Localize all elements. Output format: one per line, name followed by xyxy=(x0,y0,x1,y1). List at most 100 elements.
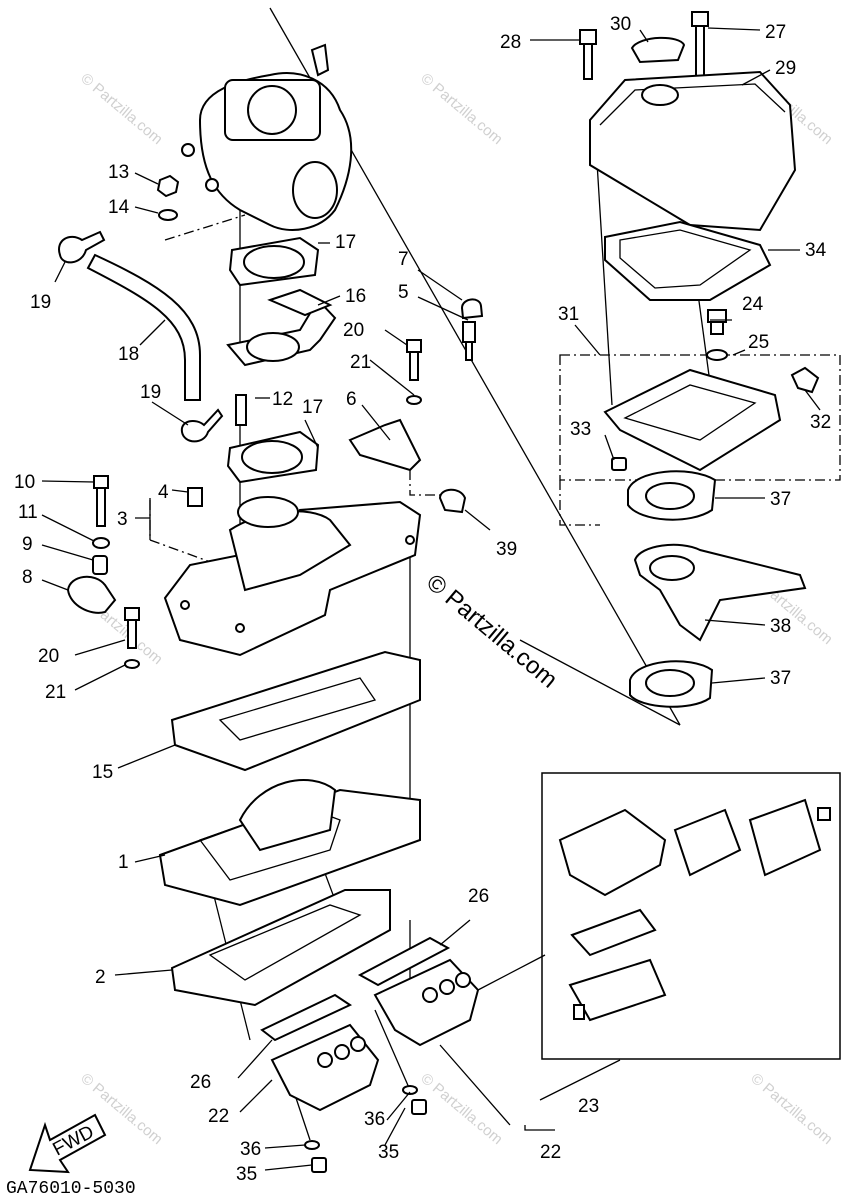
bolt-28 xyxy=(579,29,597,80)
callout-7: 7 xyxy=(398,249,409,270)
callout-26: 26 xyxy=(190,1072,211,1093)
callout-21: 21 xyxy=(350,352,371,373)
watermark: © Partzilla.com xyxy=(747,1070,835,1148)
callout-22: 22 xyxy=(540,1142,561,1163)
drawing-code: GA76010-5030 xyxy=(6,1179,136,1199)
callout-15: 15 xyxy=(92,762,113,783)
reed-valve-22-right xyxy=(373,958,480,1047)
bolt-20-upper xyxy=(406,339,422,381)
cap-7 xyxy=(460,298,484,320)
bracket-6 xyxy=(348,418,422,472)
washer-36-left xyxy=(304,1140,320,1150)
collar-9 xyxy=(92,555,108,575)
callout-38: 38 xyxy=(770,616,791,637)
manifold-3 xyxy=(163,496,422,657)
cylinder-body xyxy=(181,43,353,231)
callout-2: 2 xyxy=(95,967,106,988)
gasket-17-upper xyxy=(228,236,320,287)
callout-17: 17 xyxy=(302,397,323,418)
callout-35: 35 xyxy=(236,1164,257,1185)
reed-detail-23 xyxy=(558,798,831,1022)
callout-39: 39 xyxy=(496,539,517,560)
gasket-15 xyxy=(170,650,421,772)
filter-34 xyxy=(604,220,772,301)
callout-4: 4 xyxy=(158,482,169,503)
hose-18 xyxy=(86,253,201,401)
clamp-19-lower xyxy=(180,408,224,443)
callout-27: 27 xyxy=(765,22,786,43)
callout-32: 32 xyxy=(810,412,831,433)
callout-36: 36 xyxy=(364,1109,385,1130)
callout-labels: 1 2 3 4 5 6 7 8 9 10 11 12 13 14 15 16 1… xyxy=(14,14,831,1185)
watermark: © Partzilla.com xyxy=(77,70,165,148)
callout-18: 18 xyxy=(118,344,139,365)
leader-lines xyxy=(41,27,821,1171)
stud-12 xyxy=(235,394,247,426)
washer-21-lower xyxy=(124,659,140,669)
reed-valve-22-left xyxy=(270,1023,380,1112)
callout-35: 35 xyxy=(378,1142,399,1163)
gasket-37-upper xyxy=(627,470,717,521)
plug-33 xyxy=(611,457,627,471)
callout-19: 19 xyxy=(30,292,51,313)
callout-19: 19 xyxy=(140,382,161,403)
bolt-35-left xyxy=(311,1157,327,1173)
clamp-19-upper xyxy=(58,230,106,264)
cover-29 xyxy=(589,70,797,232)
bolt-24 xyxy=(707,309,727,335)
bolt-10 xyxy=(93,475,109,527)
callout-33: 33 xyxy=(570,419,591,440)
callout-37: 37 xyxy=(770,668,791,689)
center-watermark: © Partzilla.com xyxy=(421,569,562,694)
callout-3: 3 xyxy=(117,509,128,530)
plate-16 xyxy=(226,288,337,367)
washer-36-right xyxy=(402,1085,418,1095)
callout-16: 16 xyxy=(345,286,366,307)
callout-26: 26 xyxy=(468,886,489,907)
clamp-39 xyxy=(438,488,467,514)
callout-1: 1 xyxy=(118,852,129,873)
gasket-26-right xyxy=(357,936,451,987)
gasket-2 xyxy=(170,889,391,1007)
callout-12: 12 xyxy=(272,389,293,410)
fitting-4 xyxy=(187,487,203,507)
washer-25 xyxy=(706,349,728,361)
fitting-32 xyxy=(790,366,820,394)
callout-11: 11 xyxy=(18,502,38,523)
gasket-26-left xyxy=(260,993,353,1042)
reed-plate-1 xyxy=(158,779,421,907)
callout-5: 5 xyxy=(398,282,409,303)
watermark: © Partzilla.com xyxy=(417,1070,505,1148)
callout-9: 9 xyxy=(22,534,33,555)
callout-20: 20 xyxy=(343,320,364,341)
callout-13: 13 xyxy=(108,162,129,183)
bolt-35-right xyxy=(411,1099,427,1115)
bracket-38 xyxy=(633,543,807,642)
callout-24: 24 xyxy=(742,294,764,315)
callout-17: 17 xyxy=(335,232,356,253)
bolt-27 xyxy=(691,11,709,77)
gasket-17-lower xyxy=(226,430,320,484)
washer-14 xyxy=(158,209,178,221)
callout-25: 25 xyxy=(748,332,769,353)
gasket-37-lower xyxy=(629,660,714,708)
base-31 xyxy=(603,368,782,472)
bolt-20-lower xyxy=(124,607,140,649)
callout-30: 30 xyxy=(610,14,631,35)
callout-37: 37 xyxy=(770,489,791,510)
washer-11 xyxy=(92,537,110,549)
watermark: © Partzilla.com xyxy=(417,70,505,148)
callout-31: 31 xyxy=(558,304,579,325)
washer-21-upper xyxy=(406,395,422,405)
fwd-arrow-icon: FWD xyxy=(28,1113,107,1174)
clamp-8 xyxy=(66,575,117,614)
callout-23: 23 xyxy=(578,1096,599,1117)
callout-14: 14 xyxy=(108,197,130,218)
callout-20: 20 xyxy=(38,646,59,667)
callout-6: 6 xyxy=(346,389,357,410)
callout-22: 22 xyxy=(208,1106,229,1127)
callout-21: 21 xyxy=(45,682,66,703)
nut-13 xyxy=(156,174,180,198)
fitting-5 xyxy=(462,321,476,361)
